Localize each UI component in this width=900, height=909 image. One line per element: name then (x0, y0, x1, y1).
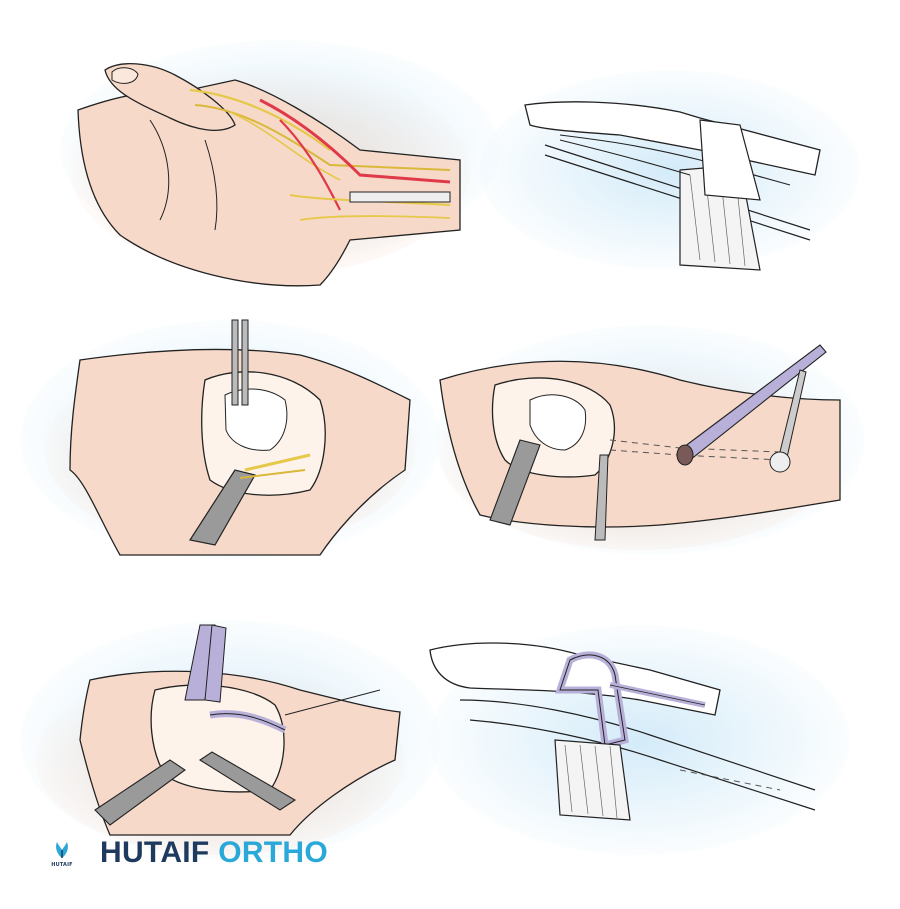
brand-title: HUTAIF ORTHO (100, 836, 328, 870)
panel-finger-tendon-loop (429, 625, 850, 855)
brand-watermark: HUTAIF HUTAIF ORTHO (44, 836, 328, 870)
brand-title-primary: HUTAIF (100, 836, 210, 869)
brand-logo-caption: HUTAIF (51, 861, 73, 868)
panel-finger-tendon-pass (480, 70, 860, 271)
panel-incision-retraction (20, 319, 440, 560)
panel-tendon-loop (20, 620, 440, 860)
brand-title-secondary: ORTHO (218, 836, 329, 869)
brand-logo-icon (56, 841, 68, 858)
panel-hand-nerve-anatomy (60, 40, 500, 287)
panel-tendon-tunnel (435, 325, 865, 555)
brand-logo: HUTAIF (44, 839, 80, 868)
